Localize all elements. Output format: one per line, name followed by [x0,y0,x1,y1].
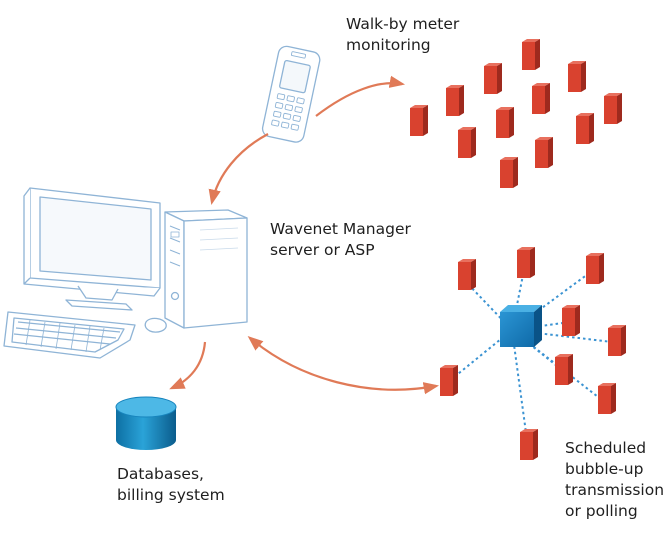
label-scheduled-transmission: Scheduled bubble-up transmission or poll… [565,438,664,522]
meter-icon [576,113,594,144]
label-line: Walk-by meter [346,15,460,33]
meter-icon [517,247,535,278]
label-line: Scheduled [565,439,647,457]
meter-icon [500,157,518,188]
meter-icon [598,383,616,414]
arrow-server-to-database [169,341,207,390]
meter-icon [568,61,586,92]
meter-icon [522,39,540,70]
meter-icon [532,83,550,114]
meter-icon [458,127,476,158]
mobile-phone-icon [261,45,321,143]
arrows [169,75,440,395]
network-hub-icon [500,305,542,347]
arrow-server-hub-exchange [247,336,440,395]
arrow-phone-to-meters [315,75,406,117]
computer-icon [3,187,248,359]
meter-icon [440,365,458,396]
meter-icon [458,259,476,290]
meter-group [410,39,626,460]
label-databases: Databases, billing system [117,464,225,506]
label-line: Wavenet Manager [270,220,411,238]
label-line: transmission [565,481,665,499]
meter-icon [446,85,464,116]
meter-icon [484,63,502,94]
meter-icon [608,325,626,356]
label-line: or polling [565,502,638,520]
hub-connection-lines [452,269,613,441]
label-line: server or ASP [270,241,375,259]
meter-icon [410,105,428,136]
meter-icon [520,429,538,460]
meter-icon [555,354,573,385]
label-server: Wavenet Manager server or ASP [270,219,411,261]
label-line: bubble-up [565,460,644,478]
meter-icon [562,305,580,336]
database-icon [115,396,177,450]
meter-icon [535,137,553,168]
label-line: billing system [117,486,225,504]
label-walkby-monitoring: Walk-by meter monitoring [346,14,459,56]
label-line: monitoring [346,36,431,54]
arrow-phone-to-server [208,133,269,206]
label-line: Databases, [117,465,204,483]
meter-icon [586,253,604,284]
meter-icon [604,93,622,124]
meter-icon [496,107,514,138]
